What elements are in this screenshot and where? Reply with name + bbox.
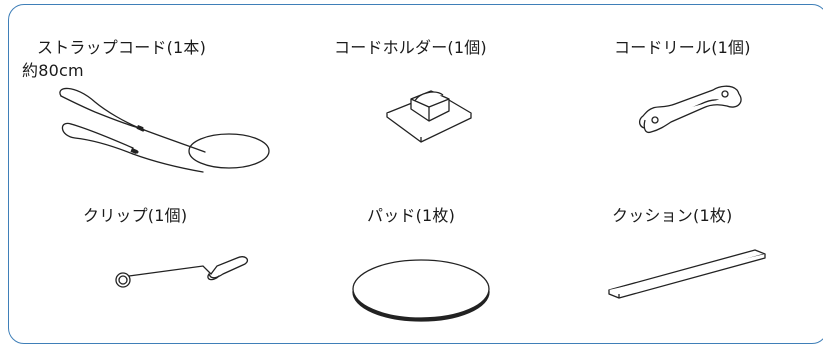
strap-cord-icon [55, 88, 295, 198]
clip-label: クリップ(1個) [83, 206, 188, 225]
cushion-label: クッション(1枚) [612, 206, 733, 225]
cord-holder-icon [385, 85, 475, 150]
cushion-icon [607, 248, 767, 303]
pad-label: パッド(1枚) [367, 206, 456, 225]
cord-reel-icon [635, 82, 745, 142]
strap-cord-label: ストラップコード(1本) [37, 38, 207, 57]
clip-icon [113, 252, 253, 292]
cord-reel-label: コードリール(1個) [614, 38, 751, 57]
cord-holder-label: コードホルダー(1個) [334, 38, 487, 57]
strap-cord-length: 約80cm [22, 61, 84, 80]
pad-icon [352, 258, 490, 322]
